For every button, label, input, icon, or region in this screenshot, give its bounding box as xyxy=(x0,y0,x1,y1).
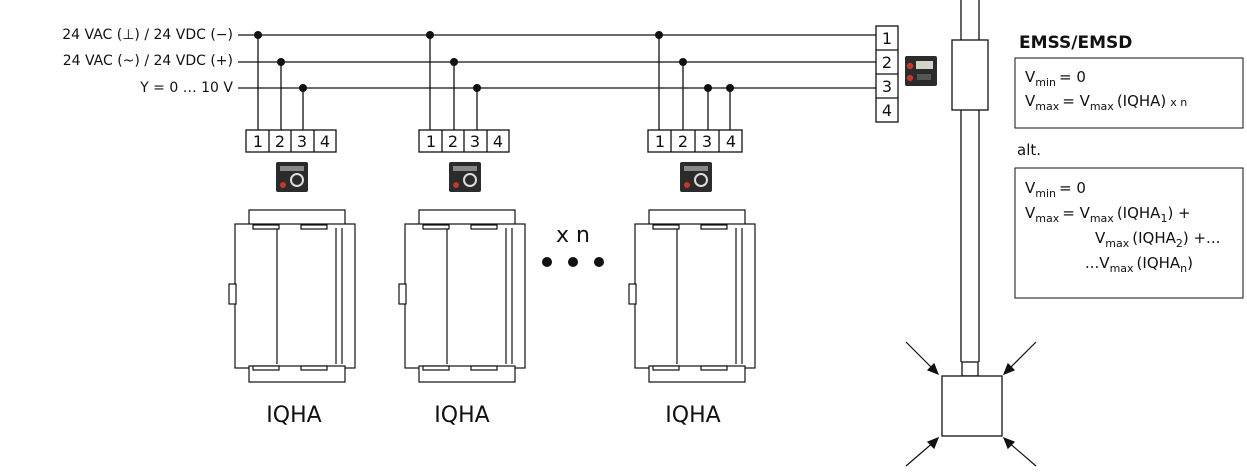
box2-vmax-line1: Vmax= Vmax(IQHA1) + xyxy=(1025,204,1191,225)
unit-2-terminal-block: 1 2 3 4 xyxy=(418,129,510,153)
box1-vmin: Vmin= 0 xyxy=(1025,68,1086,89)
controller-terminal-2: 2 xyxy=(882,53,892,72)
controller-terminal-4: 4 xyxy=(882,101,892,120)
unit-3-terminal-3: 3 xyxy=(702,132,712,151)
box1-vmax: Vmax= Vmax(IQHA)x n xyxy=(1025,92,1187,113)
controller-terminal-3: 3 xyxy=(882,77,892,96)
controller-terminal-1: 1 xyxy=(882,29,892,48)
unit-1-terminal-block: 1 2 3 4 xyxy=(245,129,337,153)
unit-1-terminal-1: 1 xyxy=(253,132,263,151)
unit-2-terminal-3: 3 xyxy=(470,132,480,151)
box2-vmax-line3: ...Vmax(IQHAn) xyxy=(1085,254,1193,275)
unit-3-terminal-1: 1 xyxy=(655,132,665,151)
unit-3-terminal-2: 2 xyxy=(678,132,688,151)
panel-title: EMSS/EMSD xyxy=(1019,33,1132,53)
wire-label-3: Y = 0 … 10 V xyxy=(139,80,233,96)
ellipsis-dots xyxy=(542,257,604,267)
wire-label-1: 24 VAC (⊥) / 24 VDC (−) xyxy=(62,27,233,43)
iqha-unit-3: 1 2 3 4 IQHA xyxy=(628,31,756,428)
box2-vmin: Vmin= 0 xyxy=(1025,179,1086,200)
unit-1-label: IQHA xyxy=(266,403,321,428)
unit-1-terminal-2: 2 xyxy=(275,132,285,151)
unit-3-terminal-4: 4 xyxy=(726,132,736,151)
box2-vmax-line2: Vmax(IQHA2) +... xyxy=(1095,229,1220,250)
unit-2-terminal-1: 1 xyxy=(426,132,436,151)
room-arrows xyxy=(905,341,1037,467)
wire-label-2: 24 VAC (~) / 24 VDC (+) xyxy=(63,53,233,69)
unit-1-terminal-3: 3 xyxy=(297,132,307,151)
iqha-unit-1: 1 2 3 4 IQHA xyxy=(228,31,356,428)
damper-sensor xyxy=(951,39,989,111)
formula-box-2: Vmin= 0 Vmax= Vmax(IQHA1) + Vmax(IQHA2) … xyxy=(1014,167,1244,299)
room-box xyxy=(941,375,1003,437)
unit-2-label: IQHA xyxy=(434,403,489,428)
unit-2-control-module-icon xyxy=(449,162,481,192)
unit-2-terminal-2: 2 xyxy=(448,132,458,151)
unit-2-terminal-4: 4 xyxy=(493,132,503,151)
iqha-unit-2: 1 2 3 4 IQHA xyxy=(398,31,526,428)
duct xyxy=(941,0,1003,437)
bus-wires xyxy=(238,34,876,89)
unit-1-terminal-4: 4 xyxy=(320,132,330,151)
unit-2-cabinet xyxy=(398,209,526,383)
unit-3-control-module-icon xyxy=(680,162,712,192)
formula-box-1: Vmin= 0 Vmax= Vmax(IQHA)x n xyxy=(1014,57,1244,129)
unit-1-cabinet xyxy=(228,209,356,383)
controller-terminal-block: 1 2 3 4 xyxy=(875,25,899,123)
unit-3-cabinet xyxy=(628,209,756,383)
controller-device-icon xyxy=(905,56,937,86)
unit-3-label: IQHA xyxy=(665,403,720,428)
multiplier-label: x n xyxy=(556,223,590,248)
unit-3-terminal-block: 1 2 3 4 xyxy=(647,129,743,153)
unit-1-control-module-icon xyxy=(276,162,308,192)
alt-label: alt. xyxy=(1017,141,1041,159)
